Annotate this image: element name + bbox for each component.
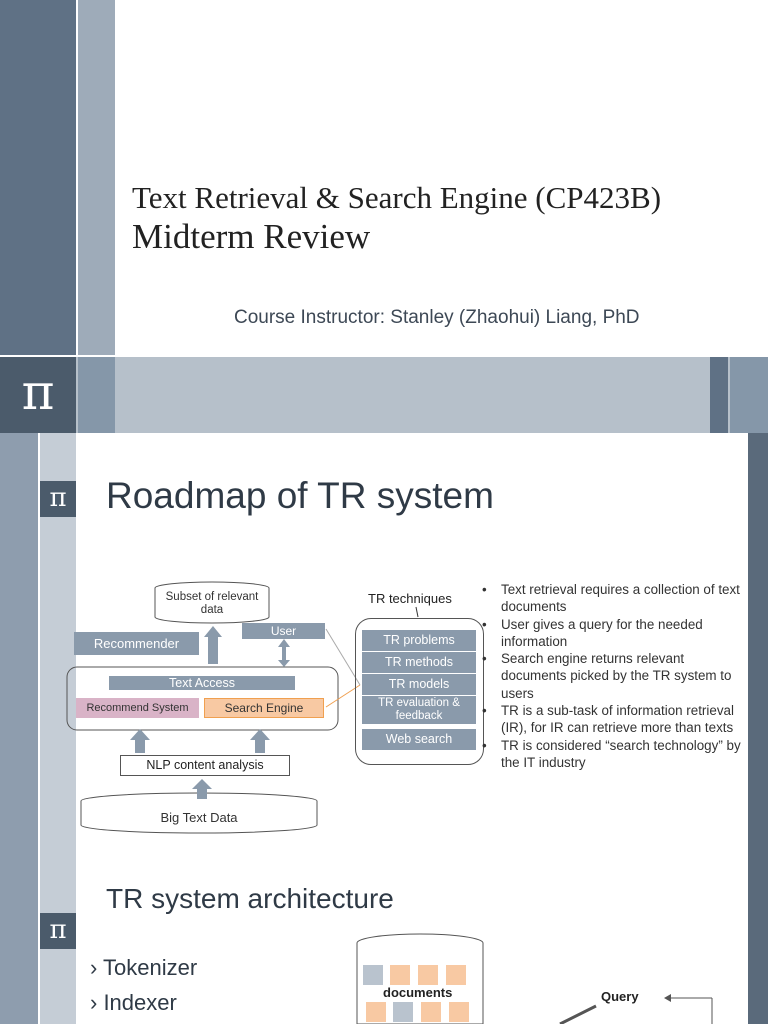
strip-block-mid [78,357,115,433]
section-subtitle: TR system architecture [106,883,394,914]
user-box: User [242,623,325,639]
pi-icon: π [40,481,76,517]
title-slide: π Text Retrieval & Search Engine (CP423B… [0,0,768,433]
pi-icon: π [0,357,76,433]
right-band [748,433,768,1024]
strip-block-right [730,357,768,433]
bullet-item: TR is considered “search technology” by … [482,737,750,772]
instructor-line: Course Instructor: Stanley (Zhaohui) Lia… [234,307,640,328]
component-list: › Tokenizer › Indexer [90,950,197,1020]
technique-item: TR models [362,674,476,695]
left-band [0,433,38,1024]
techniques-label: TR techniques [368,591,452,606]
diagram-connectors [66,581,713,1024]
bullet-item: TR is a sub-task of information retrieva… [482,702,750,737]
slide-title: Midterm Review [132,217,371,256]
course-title: Text Retrieval & Search Engine (CP423B) [132,180,662,215]
recommender-box: Recommender [74,632,199,655]
technique-item: Web search [362,729,476,750]
subset-data-label: Subset of relevant data [165,591,259,616]
slide-title: Roadmap of TR system [106,475,494,516]
technique-item: TR evaluation & feedback [362,696,476,724]
query-label: Query [601,989,639,1004]
pi-icon: π [40,913,76,949]
bullet-item: Search engine returns relevant documents… [482,650,750,702]
bullet-item: Text retrieval requires a collection of … [482,581,750,616]
bullet-item: User gives a query for the needed inform… [482,616,750,651]
text-access-box: Text Access [109,676,295,690]
nlp-box: NLP content analysis [120,755,290,776]
left-band-light [78,0,115,355]
technique-item: TR problems [362,630,476,651]
left-band-dark [0,0,76,355]
roadmap-slide: π Roadmap of TR system [0,433,768,1024]
component-item: › Indexer [90,990,177,1015]
documents-label: documents [383,985,453,1000]
search-engine-box: Search Engine [204,698,324,718]
component-item: › Tokenizer [90,955,198,980]
big-text-data-label: Big Text Data [160,810,238,825]
bottom-strip [0,357,768,433]
recommend-system-box: Recommend System [76,698,199,718]
strip-block-right-dark [710,357,728,433]
bullet-list: Text retrieval requires a collection of … [482,581,750,771]
technique-item: TR methods [362,652,476,673]
